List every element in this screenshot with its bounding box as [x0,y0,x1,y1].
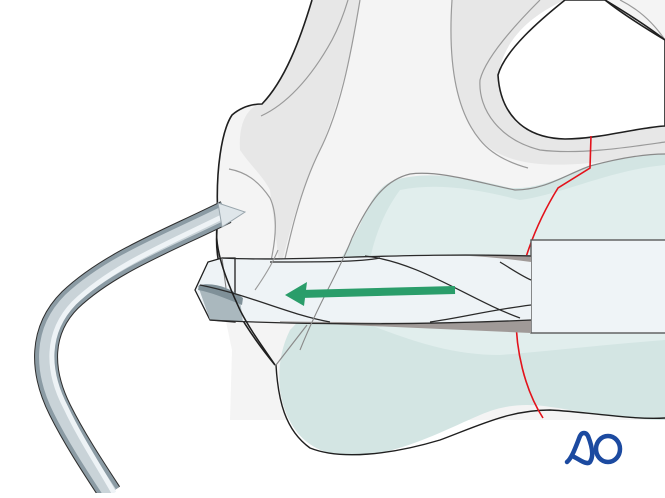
bone-inner-line-over-drill [254,249,279,291]
bone-outline-lower-left [215,219,276,366]
curved-probe [34,201,247,498]
ao-logo [564,430,623,466]
drill-flute-4 [429,304,532,323]
bone-outline-right-top [604,0,665,41]
bone-inner-line-4 [450,0,529,169]
direction-arrow-left-icon [285,282,456,306]
drill-flute-3 [364,255,521,319]
drill-flute-5 [499,261,532,281]
bone-inner-line-3 [228,168,276,266]
bone-inner-line-over-drill-2 [299,237,353,351]
drill-tip-shade [198,286,243,322]
bone-inner-line-5 [479,0,665,153]
drill-tip-dark [198,284,243,305]
bone-shade-left [239,0,360,270]
probe-tip [217,202,247,228]
bone-cavity [497,0,665,140]
soft-tissue-left-line [275,324,308,366]
bone-inner-line-2 [277,0,361,291]
soft-tissue-outline-bottom [275,364,665,456]
bone-inner-line-1 [260,0,349,117]
drill-edge-top [221,254,532,260]
drill-flute-2 [269,257,381,263]
drill-flute-1 [199,284,331,323]
bone-shade-cavity-ring [450,0,665,165]
soft-tissue-outline-top [351,153,665,239]
drill-sleeve [530,239,665,334]
bone-inner-line-6 [619,0,665,41]
